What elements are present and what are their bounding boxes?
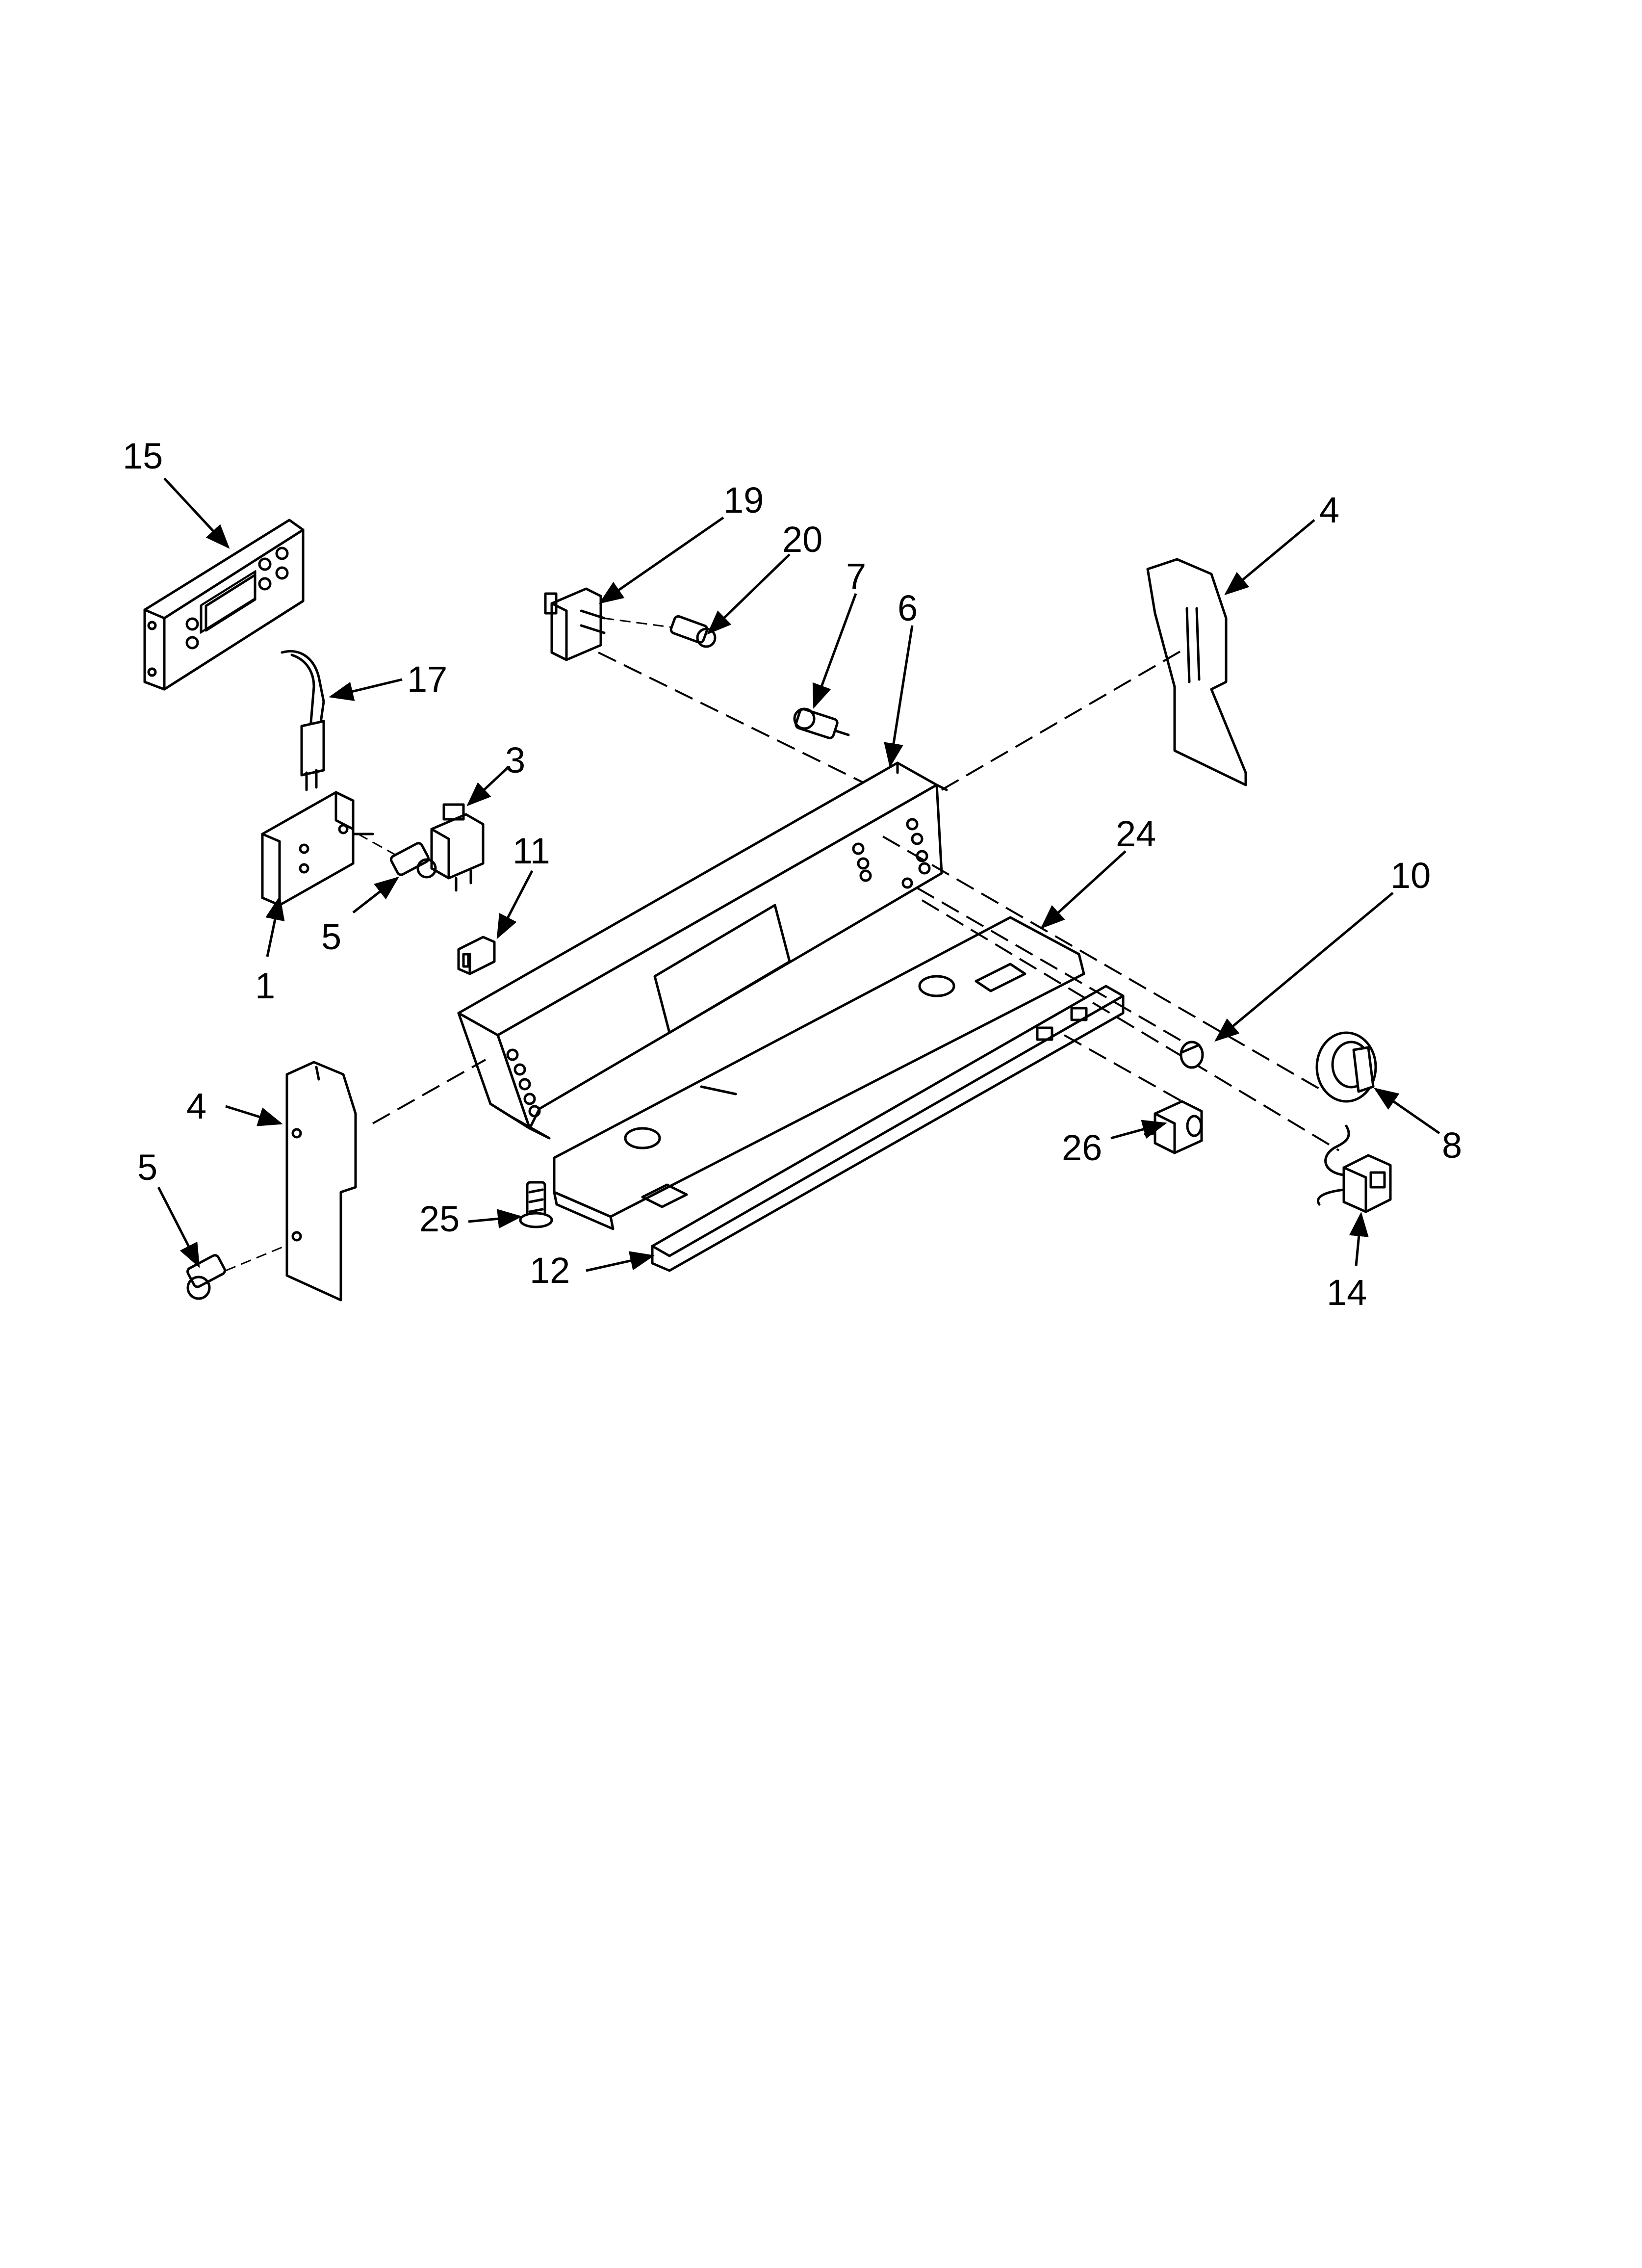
callout-5-bottom: 5 [137,1147,157,1188]
callout-20: 20 [782,519,822,560]
callout-15: 15 [123,436,163,476]
callout-4-bottom: 4 [186,1086,206,1126]
knob-part-8 [1315,1031,1377,1103]
callout-5-mid: 5 [321,916,341,957]
socket-part-14 [1317,1124,1392,1213]
leader-lines [157,477,1440,1272]
callout-17: 17 [407,659,447,700]
knob-part-10 [1180,1041,1204,1069]
callout-1: 1 [255,965,275,1006]
callout-8: 8 [1442,1125,1462,1166]
bracket-part-1 [261,791,374,907]
alignment-lines [372,647,1340,1151]
callout-26: 26 [1062,1127,1102,1168]
callout-19: 19 [723,480,764,521]
callout-24: 24 [1116,813,1156,854]
callout-labels: 15 19 20 7 6 4 17 3 11 5 1 24 10 4 5 8 2… [123,436,1462,1313]
end-cap-part-4-top [1146,558,1247,786]
callout-14: 14 [1327,1272,1367,1313]
callout-3: 3 [505,740,525,781]
screw-part-20 [603,615,717,648]
callout-7: 7 [846,556,866,597]
callout-12: 12 [530,1250,570,1291]
callout-25: 25 [419,1199,460,1239]
callout-10: 10 [1390,855,1431,896]
callout-4-top: 4 [1319,490,1339,530]
switch-part-3 [430,803,485,892]
control-panel-part-6 [457,761,948,1140]
callout-6: 6 [898,588,918,628]
clip-part-11 [457,936,496,975]
electronic-control-part-15 [143,519,305,691]
switch-part-19 [544,587,864,783]
screw-part-5-bottom [186,1240,297,1300]
mounting-plate-part-24 [553,916,1085,1230]
screw-part-5-mid [358,833,437,879]
callout-11: 11 [513,831,550,871]
wire-harness-part-17 [281,650,325,791]
end-cap-part-4-bottom [285,1061,357,1302]
screw-part-7 [793,707,850,739]
screw-part-25 [519,1181,553,1228]
